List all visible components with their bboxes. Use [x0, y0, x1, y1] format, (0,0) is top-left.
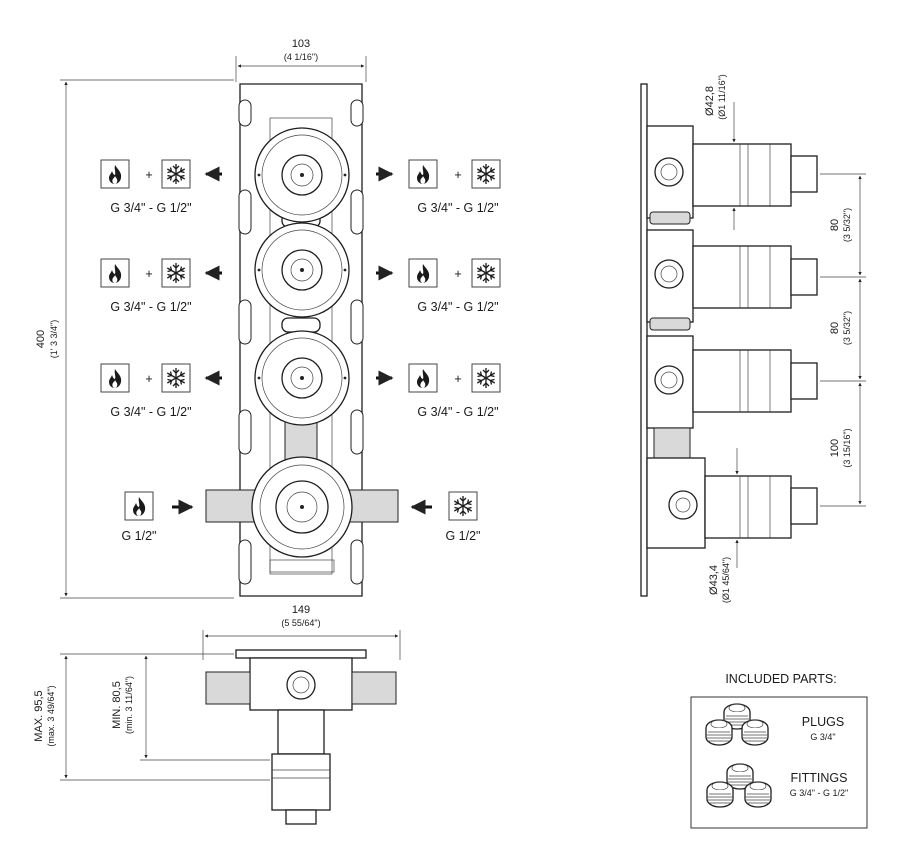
- side-view: Ø42,8 (Ø1 11/16") 80 (3 5/32") 80 (3 5/3…: [640, 74, 866, 603]
- plugs-size: G 3/4": [810, 732, 835, 742]
- outlet-row-3: + G 3/4" - G 1/2" + G 3/4" - G 1/2": [100, 363, 501, 419]
- max-depth-dimension-in: (max. 3 49/64"): [46, 685, 56, 746]
- outlet-2-right-label: G 3/4" - G 1/2": [417, 300, 498, 314]
- cold-inlet-label: G 1/2": [445, 529, 480, 543]
- flame-icon: [124, 491, 154, 521]
- spacing-2-dimension: 80: [829, 322, 841, 334]
- snowflake-icon: [161, 159, 191, 189]
- width-dimension: 103: [292, 38, 310, 50]
- inlets: G 1/2" G 1/2": [121, 491, 481, 543]
- max-depth-dimension: MAX. 95,5: [33, 690, 45, 741]
- min-depth-dimension-in: (min. 3 11/64"): [124, 676, 134, 734]
- height-dimension-in: (1' 3 3/4"): [49, 320, 59, 358]
- bottom-width-dimension: 149: [292, 604, 310, 616]
- flame-icon: [100, 363, 130, 393]
- outlet-row-2: + G 3/4" - G 1/2" + G 3/4" - G 1/2": [100, 258, 501, 314]
- snowflake-icon: [448, 491, 478, 521]
- height-dimension: 400: [35, 330, 47, 348]
- spacing-3-dimension: 100: [829, 439, 841, 457]
- included-parts-title: INCLUDED PARTS:: [725, 672, 836, 686]
- width-dimension-in: (4 1/16"): [284, 52, 318, 62]
- bottom-diameter-dimension-in: (Ø1 45/64"): [721, 557, 731, 603]
- bottom-diameter-dimension: Ø43,4: [708, 565, 720, 595]
- plus-sign: +: [454, 168, 461, 182]
- plus-sign: +: [145, 267, 152, 281]
- top-diameter-dimension: Ø42,8: [704, 86, 716, 116]
- top-diameter-dimension-in: (Ø1 11/16"): [717, 74, 727, 120]
- outlet-3-right-label: G 3/4" - G 1/2": [417, 405, 498, 419]
- snowflake-icon: [471, 258, 501, 288]
- hot-inlet-label: G 1/2": [121, 529, 156, 543]
- outlet-row-1: + G 3/4" - G 1/2" + G 3/4" - G 1/2": [100, 159, 501, 215]
- spacing-3-dimension-in: (3 15/16"): [842, 428, 852, 467]
- plus-sign: +: [454, 267, 461, 281]
- bottom-width-dimension-in: (5 55/64"): [281, 618, 320, 628]
- outlet-1-left-label: G 3/4" - G 1/2": [110, 201, 191, 215]
- plugs-label: PLUGS: [802, 715, 844, 729]
- flame-icon: [408, 363, 438, 393]
- spacing-2-dimension-in: (3 5/32"): [842, 311, 852, 345]
- fittings-size: G 3/4" - G 1/2": [790, 788, 848, 798]
- flame-icon: [408, 258, 438, 288]
- fittings-label: FITTINGS: [791, 771, 848, 785]
- snowflake-icon: [161, 363, 191, 393]
- min-depth-dimension: MIN. 80,5: [111, 681, 123, 729]
- plus-sign: +: [454, 372, 461, 386]
- spacing-1-dimension-in: (3 5/32"): [842, 208, 852, 242]
- flame-icon: [100, 159, 130, 189]
- front-view: 103 (4 1/16") 400 (1' 3 3/4"): [35, 38, 399, 599]
- snowflake-icon: [471, 363, 501, 393]
- plus-sign: +: [145, 168, 152, 182]
- flame-icon: [408, 159, 438, 189]
- bottom-view: 149 (5 55/64") MAX. 95,5 (max. 3 49/64")…: [33, 604, 401, 825]
- outlet-1-right-label: G 3/4" - G 1/2": [417, 201, 498, 215]
- snowflake-icon: [161, 258, 191, 288]
- included-parts: INCLUDED PARTS: PLUGS G 3/4" FITTINGS G …: [690, 672, 868, 829]
- plus-sign: +: [145, 372, 152, 386]
- flame-icon: [100, 258, 130, 288]
- outlet-3-left-label: G 3/4" - G 1/2": [110, 405, 191, 419]
- spacing-1-dimension: 80: [829, 219, 841, 231]
- outlet-2-left-label: G 3/4" - G 1/2": [110, 300, 191, 314]
- snowflake-icon: [471, 159, 501, 189]
